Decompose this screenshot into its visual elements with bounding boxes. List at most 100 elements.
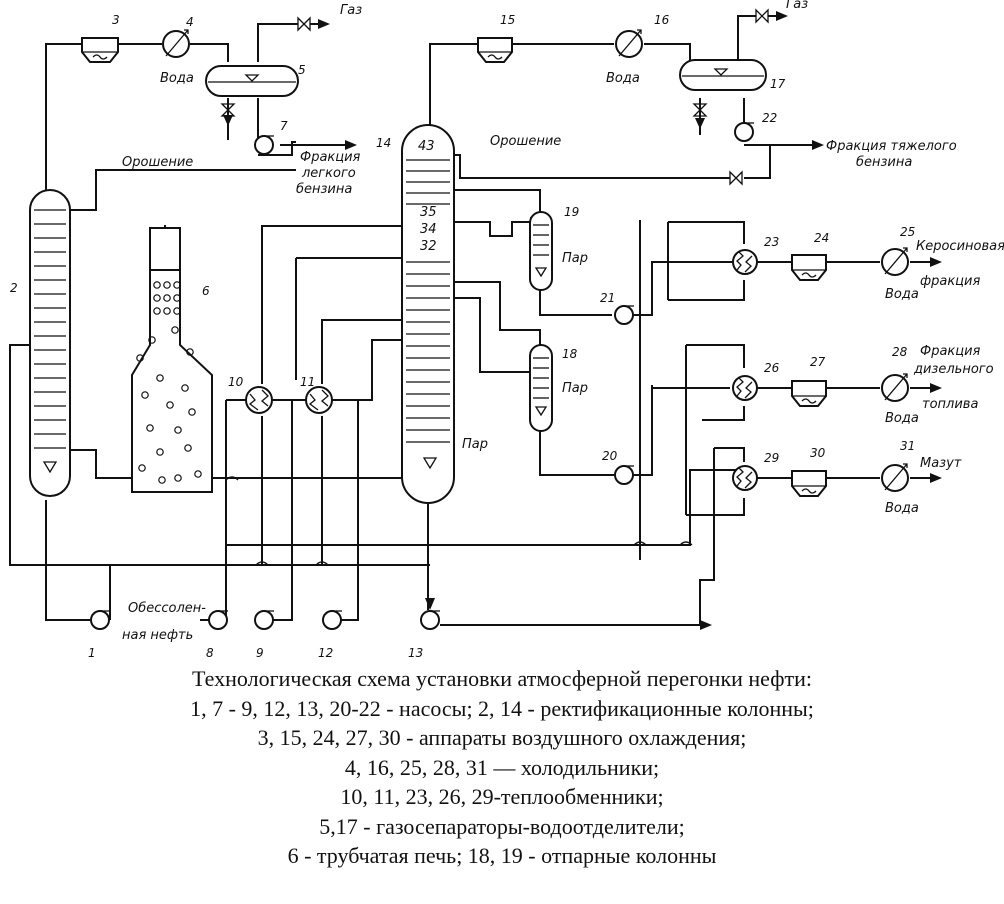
number-26: 26 bbox=[764, 361, 780, 375]
column-2 bbox=[29, 189, 71, 497]
crude-label-2: ная нефть bbox=[122, 628, 193, 643]
number-16: 16 bbox=[654, 13, 670, 27]
number-3: 3 bbox=[112, 13, 120, 27]
gas-label-1: Газ bbox=[340, 3, 362, 18]
caption-air-coolers: 3, 15, 24, 27, 30 - аппараты воздушного … bbox=[257, 725, 747, 750]
number-25: 25 bbox=[900, 225, 915, 239]
water-label-25: Вода bbox=[885, 287, 919, 302]
cooler-16 bbox=[615, 29, 643, 58]
furnace-tube bbox=[153, 307, 161, 315]
number-19: 19 bbox=[564, 205, 579, 219]
heat-exchanger-10 bbox=[245, 386, 273, 414]
heat-exchanger-26 bbox=[732, 375, 758, 401]
diesel-label-3: топлива bbox=[922, 397, 978, 412]
furnace-tube bbox=[163, 281, 171, 289]
pump-20 bbox=[614, 465, 634, 485]
diagram-labels: Газ Газ Вода Вода Вода Вода Вода Орошени… bbox=[122, 0, 1004, 643]
furnace-tube bbox=[153, 294, 161, 302]
number-24: 24 bbox=[814, 231, 829, 245]
caption-title: Технологическая схема установки атмосфер… bbox=[192, 666, 812, 691]
cooler-25 bbox=[881, 247, 909, 276]
furnace-tube bbox=[148, 336, 156, 344]
number-28: 28 bbox=[892, 345, 908, 359]
pump-13 bbox=[420, 610, 440, 630]
heat-exchanger-29 bbox=[732, 465, 758, 491]
air-cooler-24 bbox=[791, 254, 827, 281]
light-gasoline-label-1: Фракция bbox=[300, 150, 361, 165]
furnace-tube bbox=[173, 307, 181, 315]
separator-5 bbox=[205, 65, 299, 97]
furnace-tube bbox=[174, 474, 182, 482]
diesel-label-2: дизельного bbox=[913, 362, 994, 377]
reflux-label-2: Орошение bbox=[490, 134, 561, 149]
water-label-4: Вода bbox=[160, 71, 194, 86]
piping bbox=[9, 15, 930, 626]
number-13: 13 bbox=[408, 646, 423, 660]
pump-22 bbox=[734, 122, 754, 142]
furnace-tubes bbox=[136, 281, 202, 484]
number-30: 30 bbox=[810, 446, 826, 460]
furnace-tube bbox=[138, 464, 146, 472]
tray-label-43: 43 bbox=[418, 139, 435, 154]
caption-separators: 5,17 - газосепараторы-водоотделители; bbox=[319, 813, 685, 839]
number-18: 18 bbox=[562, 347, 578, 361]
heavy-gasoline-label-2: бензина bbox=[856, 155, 912, 170]
steam-label-14: Пар bbox=[462, 437, 488, 452]
air-cooler-3 bbox=[81, 37, 119, 63]
number-6: 6 bbox=[202, 284, 210, 298]
separator-17 bbox=[679, 59, 767, 91]
stripper-19-trays bbox=[533, 224, 549, 256]
pump-21 bbox=[614, 305, 634, 325]
number-1: 1 bbox=[88, 646, 96, 660]
cooler-31 bbox=[881, 463, 909, 492]
furnace-tube bbox=[188, 408, 196, 416]
steam-label-18: Пар bbox=[562, 381, 588, 396]
light-gasoline-label-2: легкого bbox=[301, 166, 356, 181]
heat-exchanger-11 bbox=[305, 386, 333, 414]
furnace-tube bbox=[181, 384, 189, 392]
caption-coolers: 4, 16, 25, 28, 31 — холодильники; bbox=[344, 754, 660, 780]
number-29: 29 bbox=[764, 451, 779, 465]
number-27: 27 bbox=[810, 355, 826, 369]
tray-label-34: 34 bbox=[420, 222, 437, 237]
number-31: 31 bbox=[900, 439, 915, 453]
furnace-tube bbox=[171, 326, 179, 334]
number-10: 10 bbox=[228, 375, 244, 389]
light-gasoline-label-3: бензина bbox=[296, 182, 352, 197]
reflux-label-1: Орошение bbox=[122, 155, 193, 170]
number-9: 9 bbox=[256, 646, 264, 660]
furnace-tube bbox=[158, 476, 166, 484]
furnace-tube bbox=[156, 448, 164, 456]
equipment-numbers: 1 2 3 4 5 6 7 8 9 10 11 12 13 14 15 16 1… bbox=[10, 13, 915, 660]
water-label-28: Вода bbox=[885, 411, 919, 426]
kerosene-label-2: фракция bbox=[920, 274, 980, 289]
tray-label-32: 32 bbox=[420, 239, 437, 254]
furnace-tube bbox=[141, 391, 149, 399]
stripper-18 bbox=[529, 344, 553, 432]
furnace-tube bbox=[146, 424, 154, 432]
heavy-gasoline-label-1: Фракция тяжелого bbox=[826, 139, 957, 154]
valves bbox=[220, 8, 769, 186]
furnace-tube bbox=[174, 426, 182, 434]
number-14: 14 bbox=[376, 136, 391, 150]
pump-1 bbox=[90, 610, 110, 630]
caption-heat-exchangers: 10, 11, 23, 26, 29-теплообменники; bbox=[340, 784, 664, 809]
furnace-6 bbox=[131, 269, 213, 493]
kerosene-label-1: Керосиновая bbox=[916, 239, 1004, 254]
crude-label-1: Обессолен- bbox=[128, 601, 206, 616]
number-22: 22 bbox=[762, 111, 777, 125]
number-20: 20 bbox=[602, 449, 618, 463]
air-cooler-30 bbox=[791, 470, 827, 497]
furnace-tube bbox=[173, 281, 181, 289]
furnace-tube bbox=[136, 354, 144, 362]
furnace-tube bbox=[184, 444, 192, 452]
number-11: 11 bbox=[300, 375, 315, 389]
number-12: 12 bbox=[318, 646, 333, 660]
pumps bbox=[90, 122, 754, 630]
furnace-tube bbox=[163, 294, 171, 302]
number-21: 21 bbox=[600, 291, 615, 305]
mazut-label: Мазут bbox=[920, 456, 962, 471]
column-14 bbox=[401, 124, 455, 504]
number-23: 23 bbox=[764, 235, 779, 249]
number-5: 5 bbox=[298, 63, 306, 77]
